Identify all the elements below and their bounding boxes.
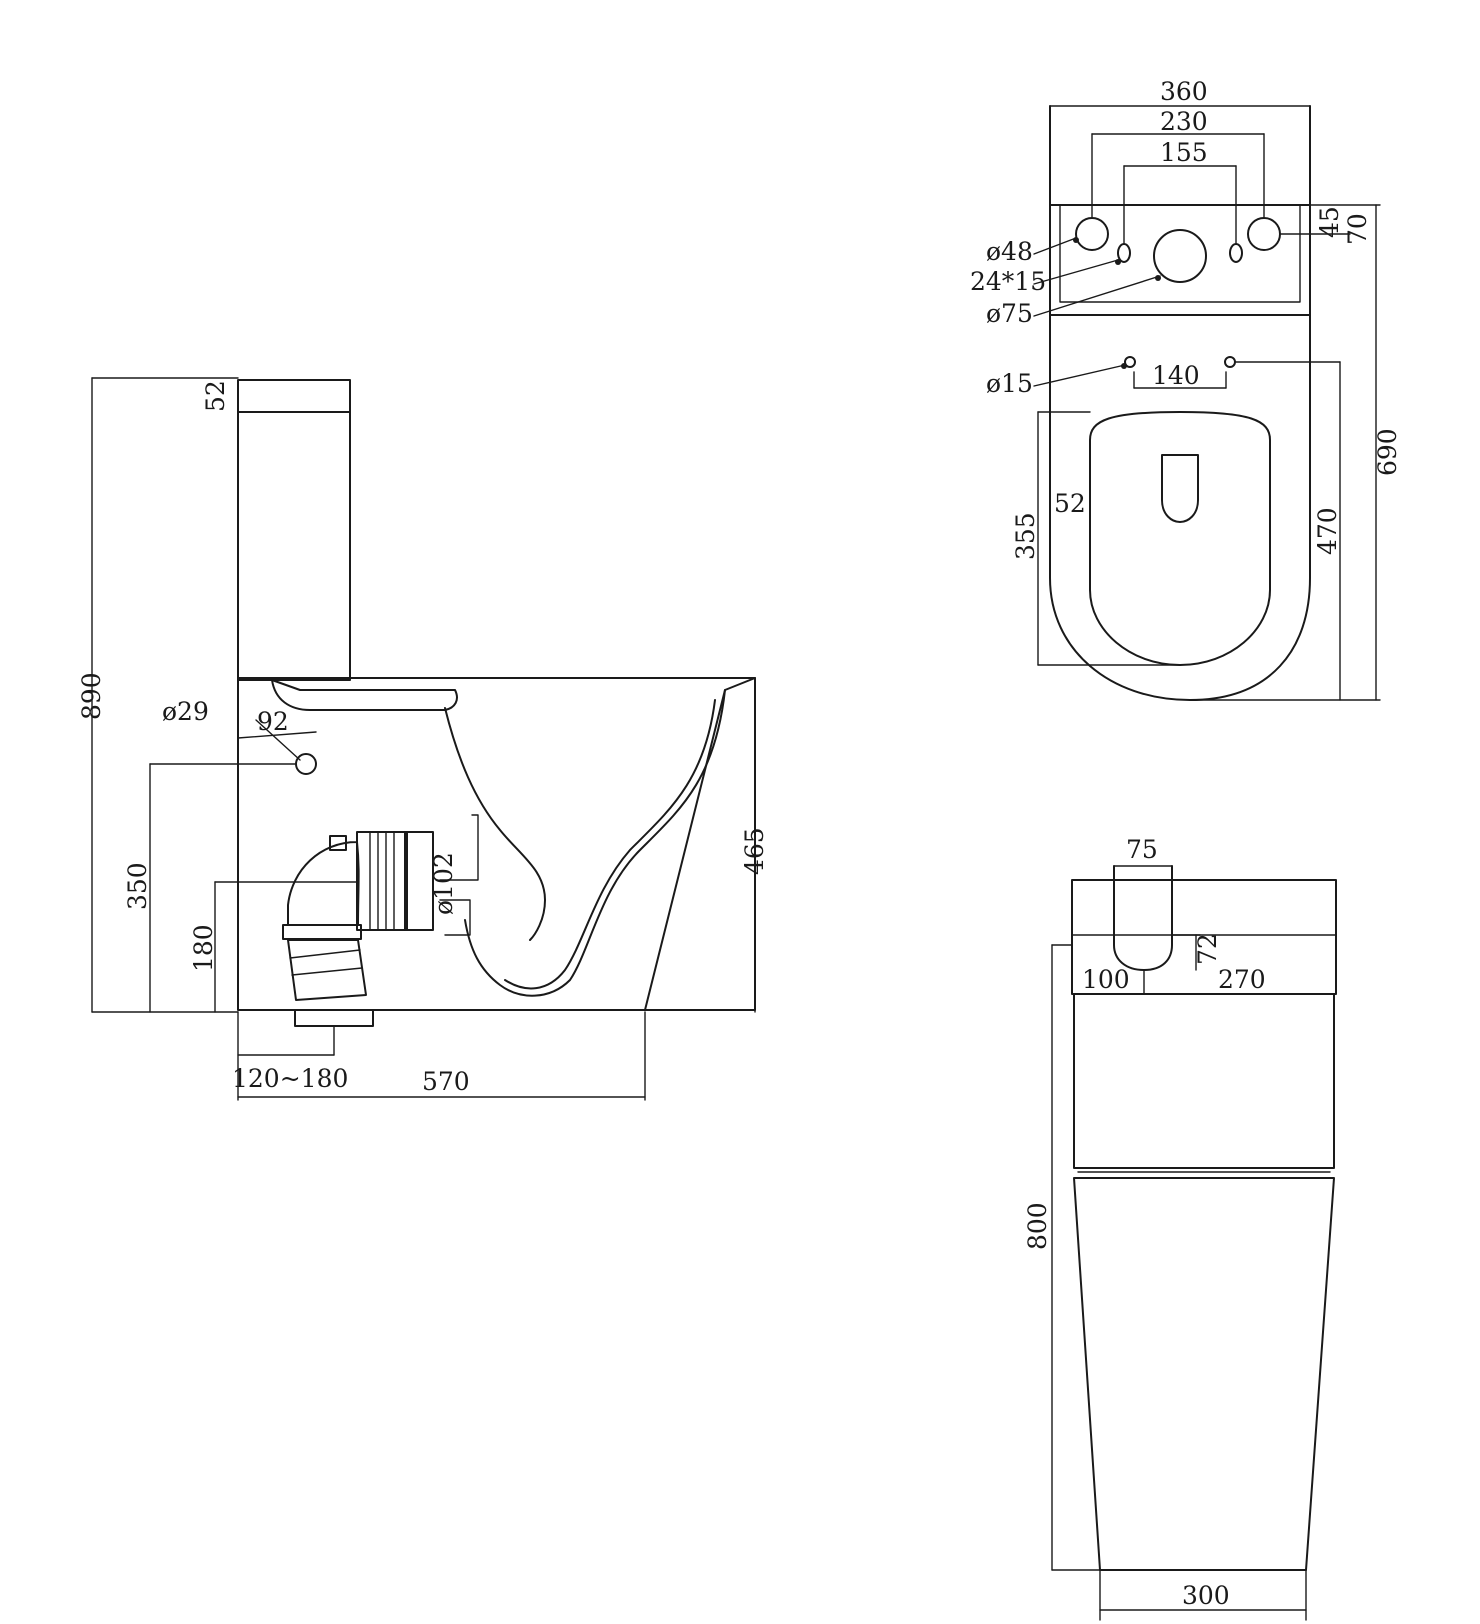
total-depth-dim: 690	[1373, 428, 1402, 476]
edge-70-dim: 70	[1343, 213, 1372, 245]
pedestal-front	[1073, 1177, 1335, 1571]
hole-15-dim: ø15	[986, 369, 1033, 398]
hole-spacing-outer-dim: 230	[1160, 107, 1208, 136]
bowl-outline	[237, 677, 756, 1011]
seat-outline	[1089, 411, 1271, 666]
hinge-spacing-dim: 140	[1152, 361, 1200, 390]
depth-dim: 570	[422, 1067, 470, 1096]
trapway-outer	[464, 689, 726, 997]
width-dim: 360	[1160, 77, 1208, 106]
hole-48-dim: ø48	[986, 237, 1033, 266]
outlet-dia-dim: ø102	[429, 852, 458, 915]
hole-75-dim: ø75	[986, 299, 1033, 328]
slot-right	[1229, 243, 1243, 263]
front-view: 75 72 100 270 800 300	[1023, 835, 1337, 1621]
cistern-top	[1049, 204, 1311, 316]
top-outline	[1049, 105, 1311, 701]
flush-width-dim: 75	[1126, 835, 1158, 864]
hinge-hole-left	[1124, 356, 1136, 368]
body-front	[1073, 993, 1335, 1169]
seat-355-dim: 355	[1011, 512, 1040, 560]
inlet-offset-dim: 92	[257, 707, 289, 736]
flush-button-outline	[1113, 865, 1173, 971]
seat-rim	[271, 679, 458, 711]
hole-48-right	[1247, 217, 1281, 251]
seat-cutout	[1161, 454, 1199, 523]
outlet-height-dim: 180	[189, 924, 218, 972]
top-view: 360 230 155 ø48 24*15 ø75 ø15 140 45 70 …	[970, 77, 1402, 701]
seat-52-dim: 52	[1054, 489, 1086, 518]
height-dim: 800	[1023, 1202, 1052, 1250]
inlet-height-dim: 350	[123, 862, 152, 910]
hole-75	[1153, 229, 1207, 283]
hole-48-left	[1075, 217, 1109, 251]
right-offset-dim: 270	[1218, 965, 1266, 994]
left-offset-dim: 100	[1082, 965, 1130, 994]
trap-neck	[439, 814, 479, 936]
bowl-front-slant	[644, 677, 756, 1011]
base-width-dim: 300	[1182, 1581, 1230, 1610]
bowl-height-dim: 465	[740, 827, 769, 875]
inlet-hole	[295, 753, 317, 775]
outlet-range-dim: 120~180	[232, 1064, 348, 1093]
edge-45-dim: 45	[1315, 206, 1344, 238]
slot-left	[1117, 243, 1131, 263]
slot-dim: 24*15	[970, 267, 1046, 296]
hinge-hole-right	[1224, 356, 1236, 368]
pan-connector	[282, 831, 434, 1027]
trapway-inner	[444, 707, 546, 941]
inlet-dia-dim: ø29	[162, 697, 209, 726]
hole-spacing-inner-dim: 155	[1160, 138, 1208, 167]
tank-body	[237, 379, 351, 681]
bowl-inner-curve	[504, 699, 716, 990]
total-height-dim: 890	[77, 672, 106, 720]
side-view: 52 890 ø29 92 350 180 ø102 465 120~180 5…	[77, 377, 769, 1101]
flush-depth-dim: 72	[1193, 933, 1222, 965]
seat-470-dim: 470	[1313, 507, 1342, 555]
tank-lid-dim: 52	[201, 380, 230, 412]
